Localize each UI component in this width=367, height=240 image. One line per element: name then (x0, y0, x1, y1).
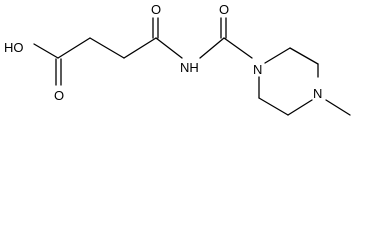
hydroxyl-label: HO (4, 40, 24, 55)
chemical-structure-diagram: HO O O O NH N N (4, 2, 351, 116)
bond-amide-carbon-piperazine-n (223, 37, 253, 59)
piperazine-nitrogen-1-label: N (253, 62, 262, 77)
bond-ring-bottom-left-bottom (258, 97, 289, 116)
amide-carbonyl-oxygen-label: O (219, 2, 229, 17)
acid-carbonyl-oxygen-label: O (54, 88, 64, 103)
piperazine-nitrogen-4-label: N (313, 86, 322, 101)
bond-ch2-ch2 (89, 37, 125, 59)
bond-ch2-keto-carbon (123, 37, 157, 59)
bond-ring-bottom-n4 (287, 99, 313, 116)
bond-ring-n1-top (264, 47, 291, 64)
bond-keto-carbon-nh (155, 37, 183, 59)
bond-nh-amide-carbon (199, 37, 225, 59)
imide-nitrogen-label: NH (180, 60, 199, 75)
keto-carbonyl-oxygen-label: O (151, 2, 161, 17)
bond-ring-top-right (289, 47, 319, 65)
bond-hydroxyl-carbon (33, 43, 59, 59)
bond-acid-carbon-ch2 (57, 37, 91, 59)
bond-n4-methyl (325, 99, 351, 116)
